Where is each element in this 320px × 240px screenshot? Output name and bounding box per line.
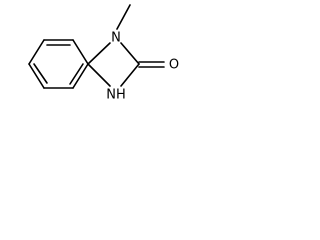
bond-benzene-lower-right bbox=[72, 63, 89, 89]
bond-benzene-lower-left bbox=[28, 63, 45, 89]
atom-label-n-h: NH bbox=[106, 88, 126, 103]
bond-n1-c2 bbox=[120, 42, 140, 65]
bond-n3-c7a bbox=[87, 63, 111, 87]
atom-label-n-methyl: N bbox=[111, 31, 121, 46]
chemical-structure-canvas: N O NH bbox=[0, 0, 184, 126]
bond-benzene-lower-left-inner bbox=[33, 63, 48, 84]
bond-c3a-n1 bbox=[87, 42, 111, 65]
bond-benzene-lower-right-inner bbox=[69, 63, 84, 85]
bond-c2-n3 bbox=[120, 63, 140, 87]
benzimidazolone-structure: N O NH bbox=[28, 4, 179, 103]
bond-n1-methyl bbox=[116, 4, 131, 30]
atom-label-oxygen: O bbox=[169, 58, 179, 73]
bond-benzene-upper-right bbox=[72, 39, 89, 65]
bond-benzene-upper-left bbox=[28, 39, 45, 65]
